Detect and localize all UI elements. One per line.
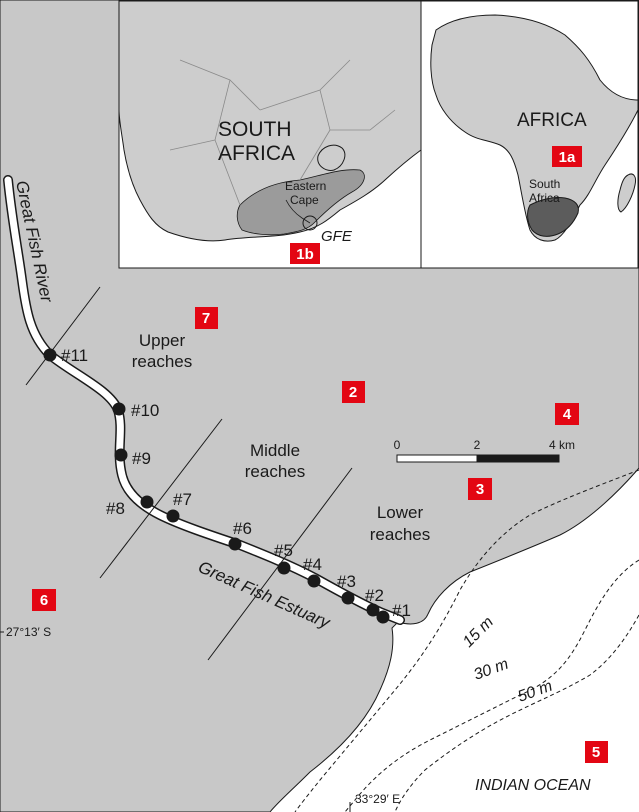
badge-1a-text: 1a	[559, 149, 576, 166]
site-label: #8	[106, 499, 125, 518]
upper-reaches-label: reaches	[132, 352, 192, 371]
site-label: #6	[233, 519, 252, 538]
sampling-sites	[43, 348, 390, 624]
site-marker	[112, 402, 126, 416]
latitude-label: 27°13′ S	[6, 625, 51, 639]
inset-sa-title: AFRICA	[218, 142, 295, 165]
gfe-label: GFE	[321, 228, 353, 245]
badge-1a	[552, 146, 582, 167]
upper-reaches-label: Upper	[139, 331, 186, 350]
scale-bar: 0 2 4 km	[394, 438, 575, 463]
gfe-location-circle	[302, 215, 318, 231]
site-label: #9	[132, 449, 151, 468]
scale-label-mid: 2	[474, 438, 481, 452]
badge-3	[468, 478, 492, 500]
site-marker	[366, 603, 380, 617]
depth-label-15: 15 m	[460, 614, 497, 651]
badge-3-text: 3	[476, 481, 484, 498]
lower-reaches-label: reaches	[370, 525, 430, 544]
badges: 1b 1a 2 3 4 5 6 7	[32, 146, 608, 763]
site-marker	[140, 495, 154, 509]
river-water	[4, 176, 404, 624]
site-marker	[166, 509, 180, 523]
depth-label-50: 50 m	[516, 678, 555, 706]
reach-divider-upper	[25, 286, 101, 386]
site-marker	[228, 537, 242, 551]
site-marker	[376, 610, 390, 624]
longitude-label: 33°29′ E	[355, 792, 400, 806]
site-label: #5	[274, 541, 293, 560]
site-label: #10	[131, 401, 159, 420]
scale-label-end: 4 km	[549, 438, 575, 452]
eastern-cape-label: Cape	[290, 193, 319, 207]
badge-7-text: 7	[202, 310, 210, 327]
badge-4	[555, 403, 579, 425]
site-label: #2	[365, 586, 384, 605]
middle-reaches-label: reaches	[245, 462, 305, 481]
middle-reaches-label: Middle	[250, 441, 300, 460]
site-marker	[114, 448, 128, 462]
site-label: #4	[303, 555, 322, 574]
gfe-river-trace	[285, 199, 311, 224]
madagascar	[617, 173, 636, 213]
badge-5-text: 5	[592, 744, 600, 761]
inset-africa-title: AFRICA	[517, 110, 587, 131]
internal-borders	[169, 59, 396, 206]
badge-7	[195, 307, 218, 329]
badge-1b	[290, 243, 320, 264]
lesotho-outline	[317, 144, 346, 171]
inset-africa: AFRICA South Africa	[420, 0, 639, 269]
site-label: #7	[173, 490, 192, 509]
south-africa-highlight	[527, 197, 579, 237]
depth-contour-50	[394, 614, 639, 812]
badge-5	[585, 741, 608, 763]
badge-4-text: 4	[563, 406, 572, 423]
inset-africa-sa-label: Africa	[529, 191, 560, 205]
site-label: #1	[392, 601, 411, 620]
site-marker	[277, 561, 291, 575]
scale-bar-black	[476, 454, 560, 463]
site-marker	[341, 591, 355, 605]
eastern-cape-label: Eastern	[285, 179, 326, 193]
badge-6-text: 6	[40, 592, 48, 609]
scale-bar-white	[396, 454, 478, 463]
badge-1b-text: 1b	[296, 246, 314, 263]
ocean-label: INDIAN OCEAN	[475, 777, 591, 794]
inset-sa-title: SOUTH	[218, 118, 292, 141]
lower-reaches-label: Lower	[377, 503, 424, 522]
reach-divider-middle	[99, 418, 223, 579]
site-label: #11	[61, 346, 88, 365]
site-labels: #1 #2 #3 #4 #5 #6 #7 #8 #9 #10 #11	[61, 346, 411, 620]
depth-contour-30	[344, 559, 639, 812]
inset-south-africa: SOUTH AFRICA Eastern Cape GFE	[118, 0, 422, 269]
depth-contour-15	[294, 469, 639, 812]
inset-africa-sa-label: South	[529, 177, 560, 191]
depth-label-30: 30 m	[472, 656, 511, 684]
badge-6	[32, 589, 56, 611]
site-label: #3	[337, 572, 356, 591]
badge-2	[342, 381, 365, 403]
badge-2-text: 2	[349, 384, 357, 401]
scale-label-zero: 0	[394, 438, 401, 452]
site-marker	[43, 348, 57, 362]
site-marker	[307, 574, 321, 588]
